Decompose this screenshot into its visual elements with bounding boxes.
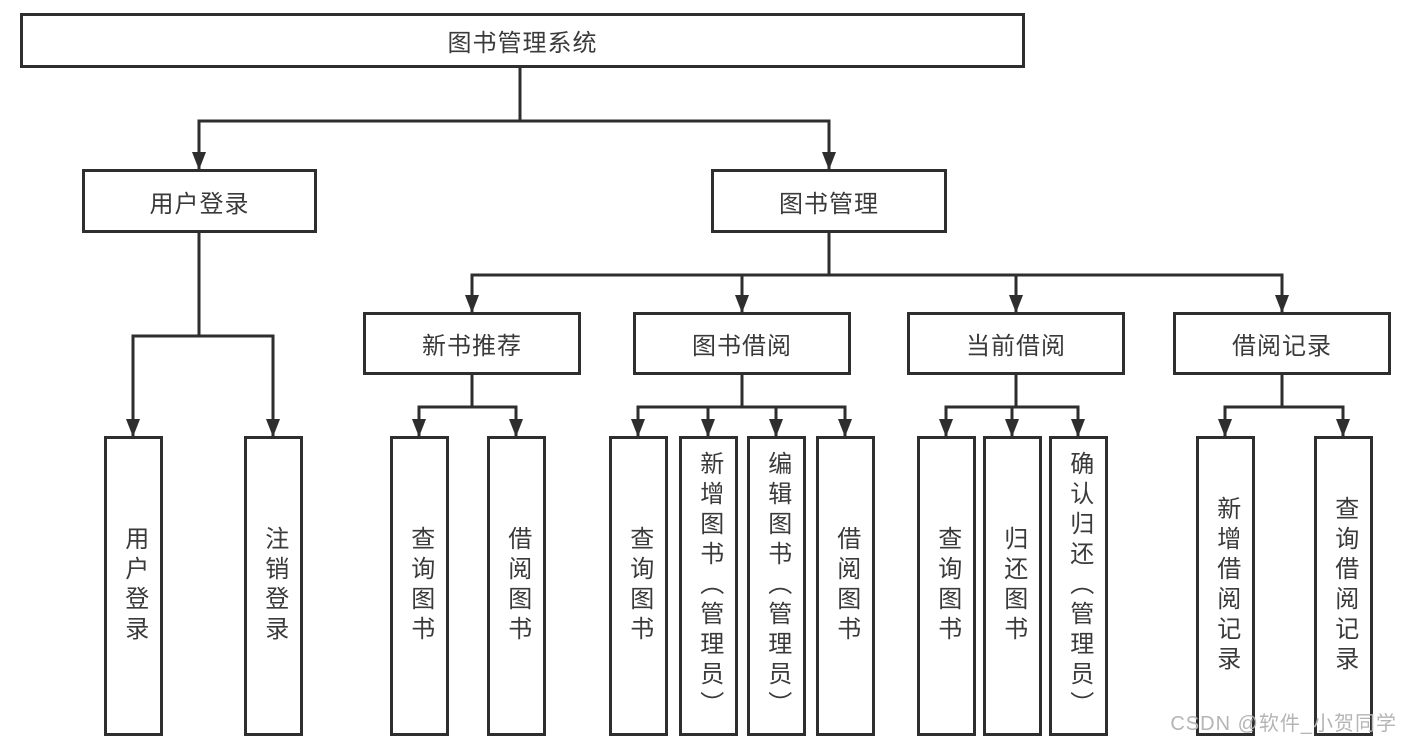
node-label: 用户登录 [120,526,148,646]
node-user-login-group: 用户登录 [82,169,317,233]
node-label: 查询图书 [625,526,653,646]
node-logout: 注销登录 [244,436,303,736]
node-recommend-borrow-books: 借阅图书 [487,436,546,736]
node-label: 借阅记录 [1232,333,1332,360]
node-label: 查询图书 [406,526,434,646]
node-book-management-group: 图书管理 [711,169,947,233]
csdn-watermark: CSDN @软件_小贺同学 [1170,713,1397,735]
node-label: 新书推荐 [422,333,522,360]
node-book-borrowing: 图书借阅 [633,312,851,375]
node-label: 归还图书 [999,526,1027,646]
node-label: 用户登录 [149,190,250,218]
node-add-borrow-record: 新增借阅记录 [1196,436,1255,736]
node-edit-book-admin: 编辑图书（管理员） [747,436,806,736]
node-user-login: 用户登录 [104,436,163,736]
node-new-book-recommendation: 新书推荐 [363,312,581,375]
node-label: 查询借阅记录 [1330,496,1358,676]
node-label: 借阅图书 [503,526,531,646]
node-add-book-admin: 新增图书（管理员） [679,436,738,736]
node-label: 编辑图书（管理员） [763,451,791,721]
node-borrow-borrow-books: 借阅图书 [816,436,875,736]
node-library-management-system: 图书管理系统 [20,13,1025,68]
node-label: 注销登录 [260,526,288,646]
node-borrow-query-books: 查询图书 [609,436,668,736]
node-confirm-return-admin: 确认归还（管理员） [1049,436,1108,736]
node-label: 当前借阅 [966,333,1066,360]
node-borrowing-records: 借阅记录 [1173,312,1391,375]
node-current-query-books: 查询图书 [917,436,976,736]
node-label: 新增借阅记录 [1212,496,1240,676]
node-label: 借阅图书 [832,526,860,646]
node-label: 确认归还（管理员） [1065,451,1093,721]
node-label: 图书管理系统 [447,30,598,57]
node-return-books: 归还图书 [983,436,1042,736]
node-label: 查询图书 [933,526,961,646]
node-query-borrow-record: 查询借阅记录 [1314,436,1373,736]
node-recommend-query-books: 查询图书 [390,436,449,736]
node-label: 图书借阅 [692,333,792,360]
node-label: 新增图书（管理员） [695,451,723,721]
node-label: 图书管理 [779,190,879,218]
node-current-borrowing: 当前借阅 [907,312,1125,375]
